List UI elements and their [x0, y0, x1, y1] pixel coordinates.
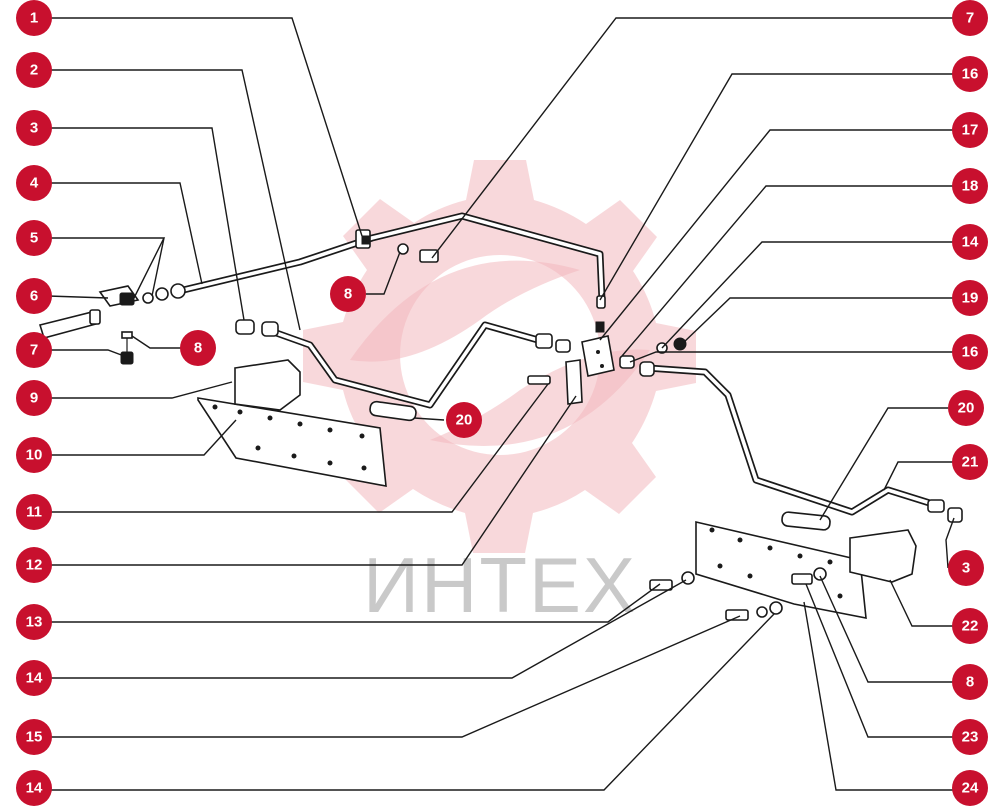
svg-text:3: 3 — [962, 560, 970, 577]
svg-text:9: 9 — [30, 390, 38, 407]
svg-text:3: 3 — [30, 120, 38, 137]
svg-text:12: 12 — [26, 557, 43, 574]
svg-text:13: 13 — [26, 614, 43, 631]
callout-23: 23 — [952, 719, 988, 755]
callout-14-left-a: 14 — [16, 660, 52, 696]
callout-10: 10 — [16, 437, 52, 473]
callout-6: 6 — [16, 278, 52, 314]
distribution-block — [527, 295, 615, 405]
svg-text:19: 19 — [962, 290, 979, 307]
callout-3: 3 — [16, 110, 52, 146]
callout-8-upper: 8 — [330, 276, 366, 312]
fittings-left — [235, 319, 571, 353]
bolt-7-left — [120, 331, 134, 365]
callout-7-right: 7 — [952, 0, 988, 36]
svg-text:14: 14 — [26, 670, 43, 687]
callout-12: 12 — [16, 547, 52, 583]
callout-3-right: 3 — [948, 550, 984, 586]
svg-text:24: 24 — [962, 780, 979, 797]
svg-text:16: 16 — [962, 66, 979, 83]
callout-20-left: 20 — [446, 402, 482, 438]
svg-text:8: 8 — [344, 286, 352, 303]
callout-16-bottom: 16 — [952, 334, 988, 370]
svg-text:14: 14 — [962, 234, 979, 251]
callout-8-right: 8 — [952, 664, 988, 700]
callout-2: 2 — [16, 52, 52, 88]
callout-24: 24 — [952, 770, 988, 806]
svg-text:21: 21 — [962, 454, 979, 471]
fitting-end-right — [927, 499, 963, 523]
svg-text:11: 11 — [26, 504, 42, 521]
callout-13: 13 — [16, 604, 52, 640]
svg-text:18: 18 — [962, 178, 979, 195]
mounting-plate-left — [197, 359, 387, 487]
callout-22: 22 — [952, 608, 988, 644]
watermark-gear-logo — [303, 160, 696, 553]
callout-4: 4 — [16, 165, 52, 201]
svg-text:2: 2 — [30, 62, 38, 79]
mounting-plate-right — [695, 520, 917, 619]
svg-text:23: 23 — [962, 729, 979, 746]
callout-20-right: 20 — [948, 390, 984, 426]
callout-11: 11 — [16, 494, 52, 530]
callout-14-left-b: 14 — [16, 770, 52, 806]
bolts-lower-right — [649, 567, 827, 621]
leader-lines — [47, 17, 955, 791]
callout-19: 19 — [952, 280, 988, 316]
callout-17: 17 — [952, 112, 988, 148]
callout-1: 1 — [16, 0, 52, 36]
callout-9: 9 — [16, 380, 52, 416]
svg-text:7: 7 — [966, 10, 974, 27]
svg-text:6: 6 — [30, 288, 38, 305]
middle-tube — [264, 321, 549, 409]
svg-text:8: 8 — [194, 340, 202, 357]
svg-text:20: 20 — [456, 412, 473, 429]
svg-text:15: 15 — [26, 729, 43, 746]
svg-text:17: 17 — [962, 122, 979, 139]
svg-text:7: 7 — [30, 342, 38, 359]
callout-18: 18 — [952, 168, 988, 204]
upper-tube — [171, 212, 606, 304]
callout-15: 15 — [16, 719, 52, 755]
svg-text:10: 10 — [26, 447, 43, 464]
fittings-right — [619, 337, 687, 377]
callout-8-left: 8 — [180, 330, 216, 366]
callout-14-right: 14 — [952, 224, 988, 260]
spacer-tube-right — [781, 511, 831, 531]
svg-text:22: 22 — [962, 618, 979, 635]
right-tube — [644, 364, 940, 516]
callout-16-top: 16 — [952, 56, 988, 92]
svg-text:8: 8 — [966, 674, 974, 691]
hose-fitting-left — [38, 309, 101, 339]
svg-text:14: 14 — [26, 780, 43, 797]
callout-5: 5 — [16, 220, 52, 256]
clamp — [355, 229, 371, 249]
svg-text:20: 20 — [958, 400, 975, 417]
bolt-8-upper — [397, 243, 439, 263]
svg-text:1: 1 — [30, 10, 38, 27]
svg-text:4: 4 — [30, 175, 39, 192]
spacer-tube-left — [369, 400, 417, 422]
watermark-text: ИНТЕХ — [363, 541, 637, 629]
callout-21: 21 — [952, 444, 988, 480]
callout-7-left: 7 — [16, 332, 52, 368]
bracket-small — [98, 283, 186, 307]
svg-text:5: 5 — [30, 230, 38, 247]
svg-text:16: 16 — [962, 344, 979, 361]
